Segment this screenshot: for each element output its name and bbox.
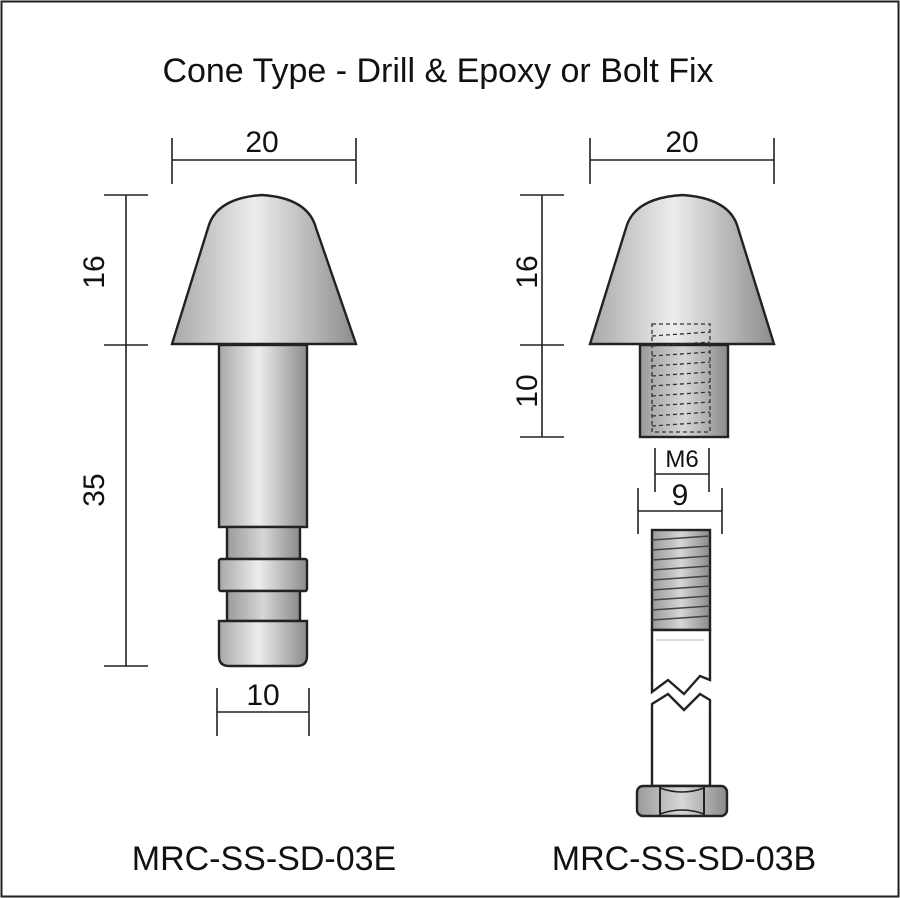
bolt-shank-lower (650, 692, 712, 788)
right-part-drawing: 20 16 10 M6 (511, 126, 816, 878)
left-shaft (217, 343, 309, 529)
right-part-code: MRC-SS-SD-03B (552, 840, 816, 878)
bolt-shank-upper (650, 628, 712, 696)
left-groove-1 (225, 525, 302, 561)
left-groove-2 (225, 589, 302, 623)
right-boss-height-label: 10 (511, 374, 544, 407)
right-bolt-width-label: 9 (672, 479, 689, 512)
right-cone-head (588, 193, 776, 346)
right-top-width-label: 20 (665, 126, 698, 159)
right-boss (638, 343, 730, 439)
left-part-code: MRC-SS-SD-03E (132, 840, 396, 878)
bolt-hex-head (635, 784, 729, 818)
bolt-thread-lines (651, 535, 711, 621)
left-shaft-width-label: 10 (246, 679, 279, 712)
right-thread-label: M6 (665, 446, 698, 473)
left-top-width-label: 20 (245, 126, 278, 159)
left-shaft-tip (217, 619, 309, 668)
left-ring-1 (217, 557, 309, 593)
left-shaft-length-label: 35 (78, 473, 111, 506)
left-part-drawing: 20 16 35 10 MRC-SS-SD-03E (78, 126, 396, 878)
right-hidden-thread (651, 323, 711, 433)
drawing-title: Cone Type - Drill & Epoxy or Bolt Fix (162, 52, 713, 90)
left-cone-height-label: 16 (78, 255, 111, 288)
right-cone-height-label: 16 (511, 255, 544, 288)
left-cone-head (170, 193, 358, 346)
